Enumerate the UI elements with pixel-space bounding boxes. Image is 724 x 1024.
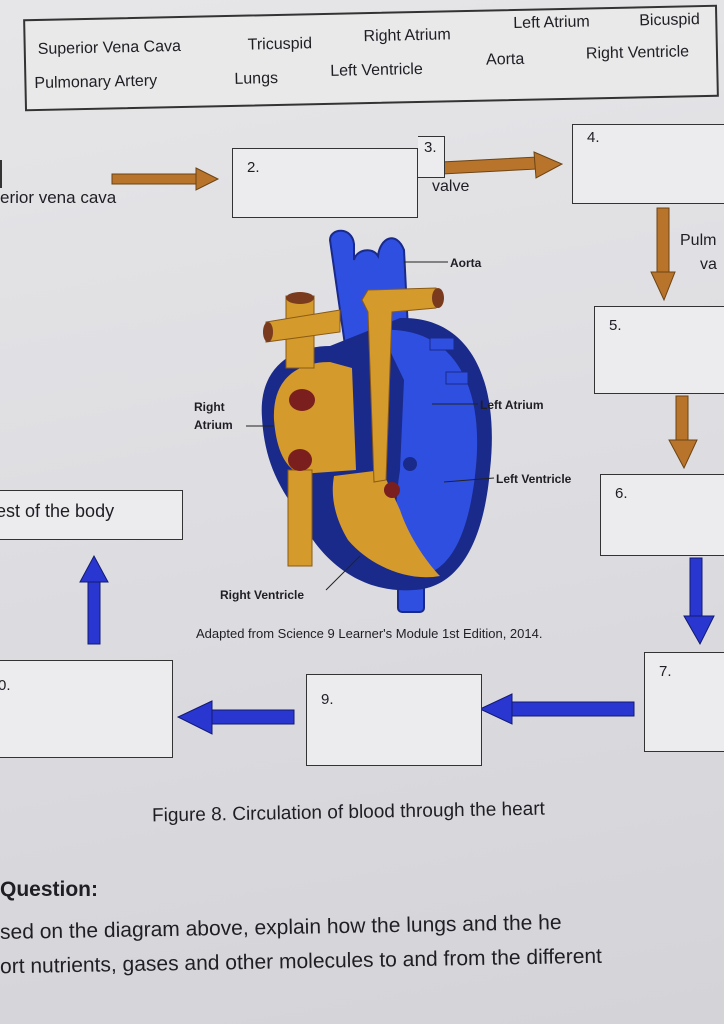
arrow-to-box10: [176, 700, 295, 735]
label-right-atrium-line1: Right: [194, 400, 225, 414]
box-number: 6.: [615, 485, 628, 502]
answer-box-2[interactable]: 2.: [232, 148, 418, 218]
arrow-to-box7: [683, 557, 715, 646]
pulmonary-label-line2: va: [700, 256, 717, 273]
label-aorta: Aorta: [450, 256, 482, 270]
arrow-to-box9: [478, 693, 635, 725]
heart-illustration: [246, 229, 495, 613]
arrow-to-body-box: [79, 554, 109, 645]
label-right-ventricle: Right Ventricle: [220, 588, 305, 602]
box-number: 7.: [659, 663, 672, 680]
box-number: 0.: [0, 677, 11, 694]
answer-box-10[interactable]: 0.: [0, 660, 173, 758]
box-number: 2.: [247, 159, 260, 176]
start-box-edge: [0, 160, 2, 188]
arrow-to-box6: [668, 395, 698, 470]
figure-source-caption: Adapted from Science 9 Learner's Module …: [196, 626, 543, 641]
arrow-to-box2: [111, 167, 220, 191]
arrow-to-box5: [650, 207, 676, 302]
rest-of-body-box[interactable]: est of the body: [0, 490, 183, 540]
answer-box-5[interactable]: 5.: [594, 306, 724, 394]
pulmonary-label-line1: Pulm: [680, 232, 717, 249]
answer-box-4[interactable]: 4.: [572, 124, 724, 204]
box-number: 3.: [424, 139, 437, 156]
question-heading: Question:: [0, 878, 98, 901]
label-right-atrium-line2: Atrium: [194, 418, 233, 432]
label-left-ventricle: Left Ventricle: [496, 472, 572, 486]
answer-box-6[interactable]: 6.: [600, 474, 724, 556]
box-number: 9.: [321, 691, 334, 708]
answer-box-7[interactable]: 7.: [644, 652, 724, 752]
valve-label: valve: [432, 178, 470, 195]
label-left-atrium: Left Atrium: [480, 398, 544, 412]
answer-box-9[interactable]: 9.: [306, 674, 482, 766]
answer-box-3[interactable]: 3.: [418, 136, 445, 178]
box-number: 4.: [587, 129, 600, 146]
box-number: 5.: [609, 317, 622, 334]
rest-of-body-label: est of the body: [0, 501, 115, 521]
start-label: erior vena cava: [0, 188, 117, 207]
